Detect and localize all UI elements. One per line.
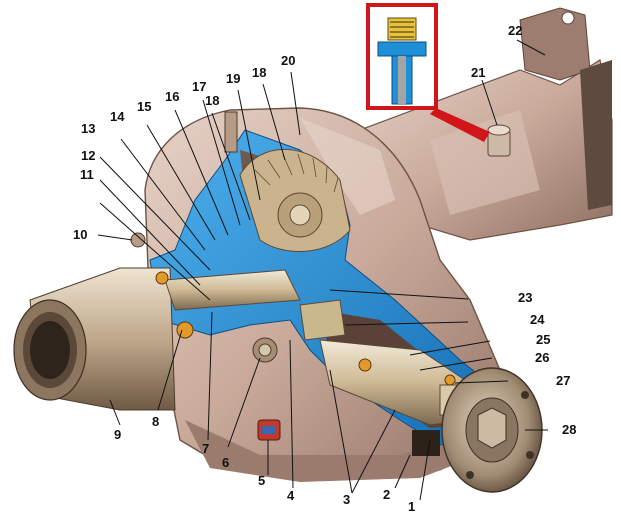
filler-plug — [252, 337, 278, 363]
callout-label: 19 — [226, 71, 241, 86]
callout-label: 7 — [202, 441, 210, 456]
rear-housing-arm — [359, 7, 613, 241]
callout-label: 15 — [137, 99, 152, 114]
callout-label: 17 — [192, 79, 207, 94]
callout-label: 26 — [535, 350, 550, 365]
callout-label: 10 — [73, 227, 88, 242]
callout-label: 5 — [258, 473, 266, 488]
breather-inset — [366, 3, 438, 110]
callout-label: 11 — [80, 167, 94, 182]
callout-label: 16 — [165, 89, 180, 104]
callout-label: 27 — [556, 373, 571, 388]
drain-plug — [257, 419, 281, 441]
callout-label: 9 — [114, 427, 122, 442]
callout-label: 21 — [471, 65, 486, 80]
callout-label: 24 — [530, 312, 545, 327]
callout-label: 25 — [536, 332, 551, 347]
left-output-tube — [13, 267, 301, 411]
callout-label: 8 — [152, 414, 160, 429]
breather-valve — [487, 124, 511, 157]
callout-label: 4 — [287, 488, 295, 503]
callout-label: 23 — [518, 290, 533, 305]
callout-label: 2 — [383, 487, 391, 502]
callout-label: 13 — [81, 121, 96, 136]
callout-label: 12 — [81, 148, 96, 163]
drive-flange — [412, 367, 543, 493]
callout-label: 20 — [281, 53, 296, 68]
callout-label: 3 — [343, 492, 351, 507]
crown-gear — [239, 148, 351, 252]
callout-label: 18 — [205, 93, 220, 108]
callout-label: 18 — [252, 65, 267, 80]
leader-lines — [97, 39, 548, 501]
callout-label: 6 — [222, 455, 230, 470]
top-stud — [224, 111, 238, 153]
callout-label: 14 — [110, 109, 125, 124]
callout-label: 28 — [562, 422, 577, 437]
housing-bolt-left — [130, 232, 146, 248]
inset-pointer — [430, 108, 490, 142]
callout-label: 22 — [508, 23, 523, 38]
callout-label: 1 — [408, 499, 416, 514]
